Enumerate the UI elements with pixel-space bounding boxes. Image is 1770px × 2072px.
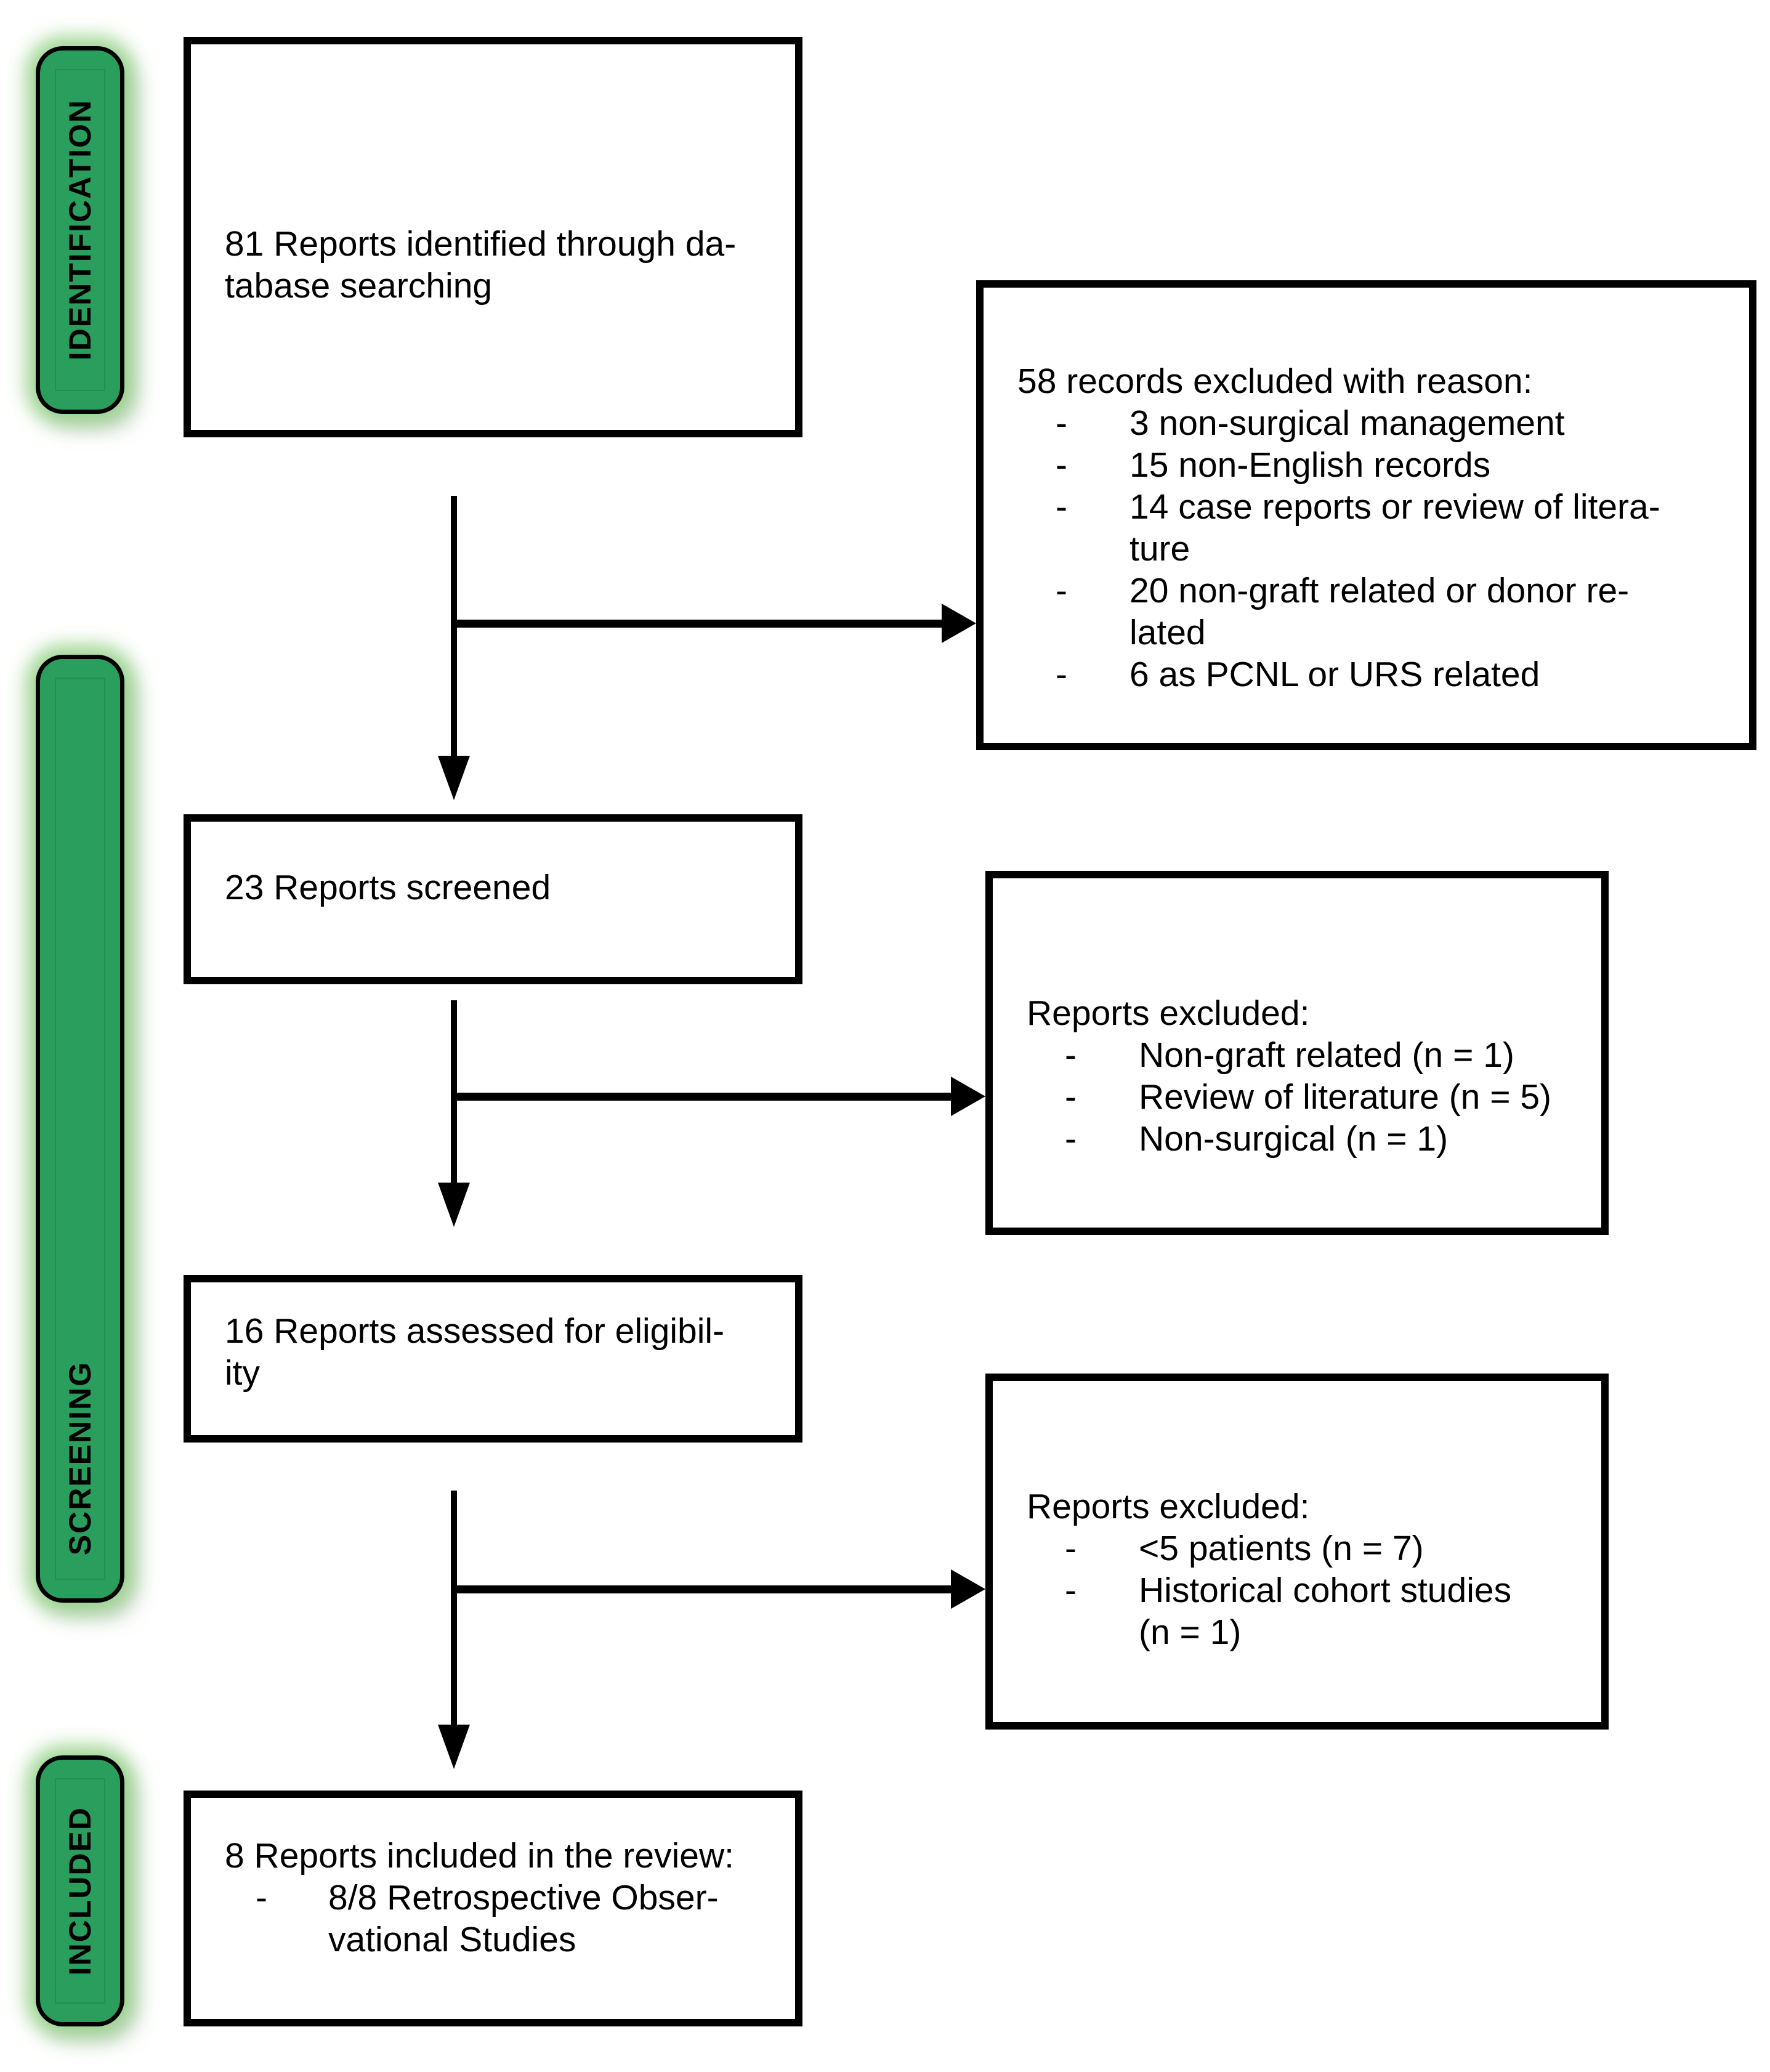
box-reports-included-title: 8 Reports included in the review:	[225, 1836, 734, 1876]
arrow-to-excluded-eligibility-shaft	[455, 1585, 952, 1593]
stage-label-screening: SCREENING	[36, 655, 124, 1603]
bullet-text: Non-graft related (n = 1)	[1139, 1035, 1514, 1075]
bullet-text: 15 non-English records	[1129, 445, 1491, 485]
list-item: - 6 as PCNL or URS related	[1056, 654, 1731, 695]
box-excluded-screening: Reports excluded: - Non-graft related (n…	[985, 871, 1609, 1235]
list-item: - Review of literature (n = 5)	[1065, 1076, 1583, 1118]
box-excluded-eligibility-title: Reports excluded:	[1027, 1487, 1310, 1526]
bullet-text: 14 case reports or review of litera- tur…	[1129, 487, 1660, 569]
bullet-dash: -	[1056, 487, 1067, 527]
box-reports-identified: 81 Reports identified through da- tabase…	[184, 37, 802, 437]
arrow-to-excluded-screening-head-icon	[951, 1077, 985, 1116]
bullet-text: Non-surgical (n = 1)	[1139, 1119, 1449, 1159]
list-item: - Non-graft related (n = 1)	[1065, 1034, 1583, 1076]
bullet-dash: -	[1065, 1119, 1077, 1159]
bullet-dash: -	[1065, 1529, 1077, 1568]
list-item: - 14 case reports or review of litera- t…	[1056, 486, 1731, 570]
bullet-text: 20 non-graft related or donor re- lated	[1129, 571, 1630, 652]
list-item: - Historical cohort studies (n = 1)	[1065, 1569, 1583, 1653]
box-reports-screened-text: 23 Reports screened	[225, 868, 551, 907]
list-item: - 3 non-surgical management	[1056, 402, 1731, 444]
bullet-text: Review of literature (n = 5)	[1139, 1077, 1552, 1117]
box-reports-assessed-text: 16 Reports assessed for eligibil- ity	[225, 1311, 725, 1393]
box-excluded-with-reason: 58 records excluded with reason: - 3 non…	[976, 280, 1756, 750]
arrow-to-excluded-with-reason-shaft	[455, 620, 943, 628]
box-reports-included: 8 Reports included in the review: - 8/8 …	[184, 1791, 802, 2026]
bullet-text: 8/8 Retrospective Obser- vational Studie…	[328, 1878, 719, 1959]
box-excluded-eligibility: Reports excluded: - <5 patients (n = 7) …	[985, 1374, 1609, 1730]
bullet-dash: -	[256, 1878, 267, 1917]
stage-label-screening-text: SCREENING	[63, 1361, 97, 1555]
list-item: - 8/8 Retrospective Obser- vational Stud…	[256, 1877, 777, 1961]
stage-label-identification: IDENTIFICATION	[36, 46, 124, 414]
bullet-dash: -	[1056, 445, 1067, 485]
arrow-identified-to-screened-shaft	[451, 496, 457, 756]
list-item: - <5 patients (n = 7)	[1065, 1528, 1583, 1569]
bullet-dash: -	[1056, 403, 1067, 443]
arrow-assessed-to-included-shaft	[451, 1491, 457, 1726]
bullet-dash: -	[1065, 1571, 1077, 1610]
box-excluded-screening-title: Reports excluded:	[1027, 994, 1310, 1033]
box-excluded-with-reason-title: 58 records excluded with reason:	[1017, 362, 1533, 401]
bullet-text: <5 patients (n = 7)	[1139, 1529, 1424, 1568]
box-reports-screened: 23 Reports screened	[184, 814, 802, 984]
bullet-dash: -	[1056, 571, 1067, 610]
bullet-text: 3 non-surgical management	[1129, 403, 1565, 443]
stage-label-included: INCLUDED	[36, 1755, 124, 2026]
arrow-to-excluded-with-reason-head-icon	[942, 604, 976, 643]
stage-label-identification-text: IDENTIFICATION	[63, 99, 97, 361]
bullet-dash: -	[1056, 655, 1067, 694]
bullet-dash: -	[1065, 1035, 1077, 1075]
list-item: - 15 non-English records	[1056, 444, 1731, 486]
arrow-screened-to-assessed-shaft	[451, 1000, 457, 1184]
box-reports-assessed: 16 Reports assessed for eligibil- ity	[184, 1275, 802, 1443]
arrow-to-excluded-eligibility-head-icon	[951, 1569, 985, 1609]
bullet-text: Historical cohort studies (n = 1)	[1139, 1571, 1512, 1652]
bullet-text: 6 as PCNL or URS related	[1129, 655, 1540, 694]
box-reports-identified-text: 81 Reports identified through da- tabase…	[225, 224, 737, 306]
list-item: - Non-surgical (n = 1)	[1065, 1118, 1583, 1160]
arrow-identified-to-screened-head-icon	[438, 756, 470, 800]
arrow-to-excluded-screening-shaft	[455, 1093, 952, 1101]
arrow-assessed-to-included-head-icon	[438, 1725, 470, 1769]
list-item: - 20 non-graft related or donor re- late…	[1056, 570, 1731, 654]
bullet-dash: -	[1065, 1077, 1077, 1117]
arrow-screened-to-assessed-head-icon	[438, 1183, 470, 1227]
stage-label-included-text: INCLUDED	[63, 1806, 97, 1976]
